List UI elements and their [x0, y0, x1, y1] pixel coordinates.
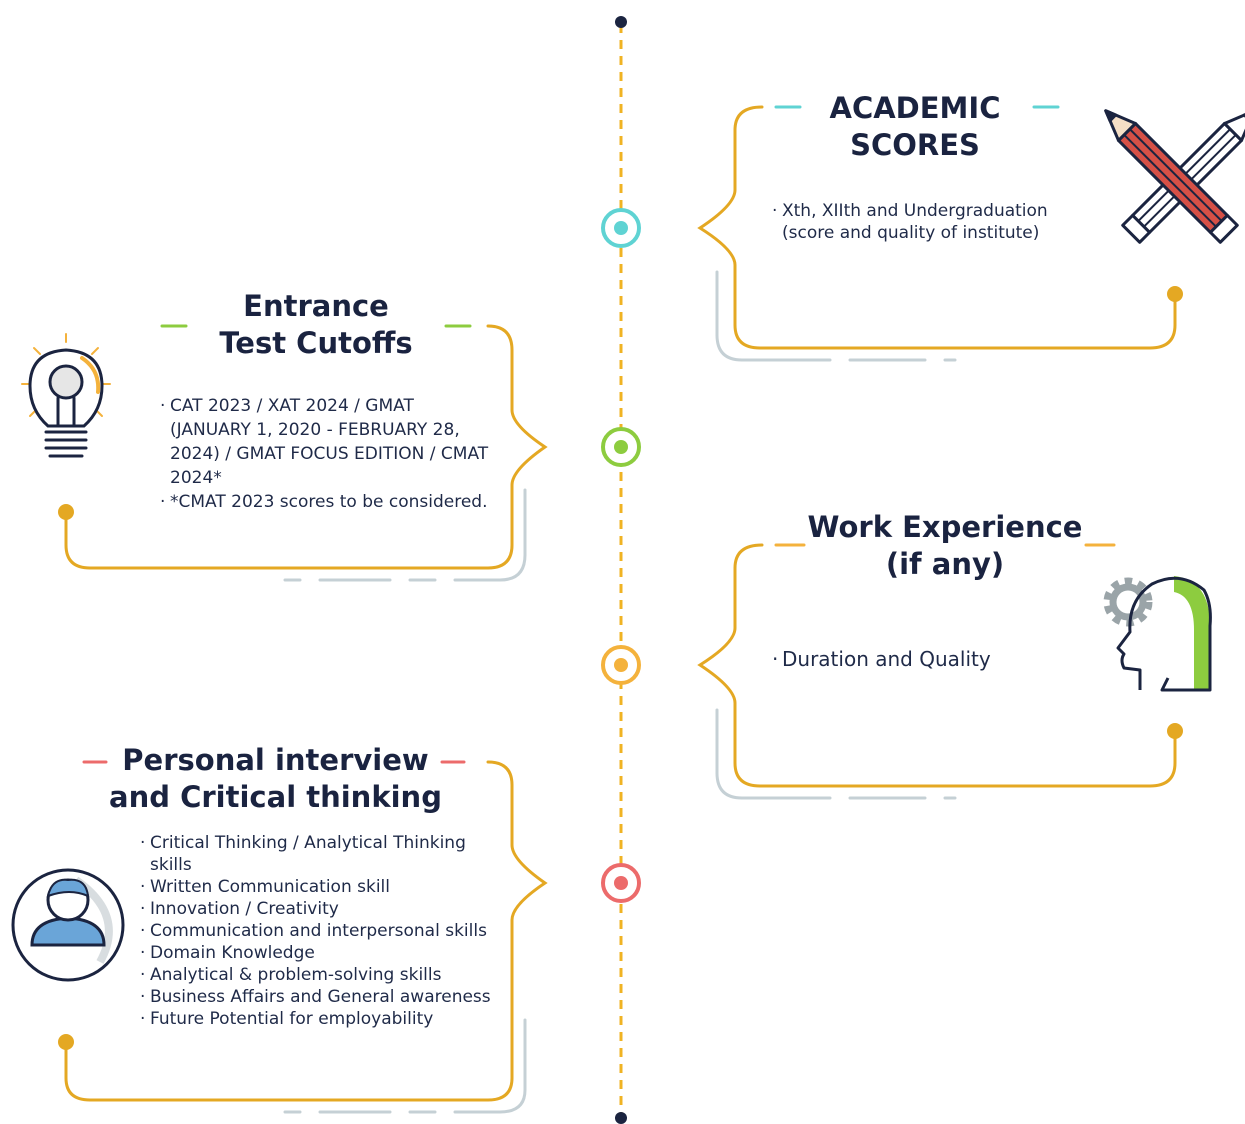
- timeline-end-dot: [615, 1112, 627, 1124]
- interview-bullet: Written Communication skill: [140, 876, 502, 898]
- entrance-bullet: *CMAT 2023 scores to be considered.: [160, 490, 495, 514]
- interview-bullet: Business Affairs and General awareness: [140, 986, 502, 1008]
- work-title: Work Experience (if any): [807, 510, 1083, 581]
- timeline-node-interview: [601, 863, 641, 903]
- academic-title: ACADEMIC SCORES: [829, 91, 1001, 162]
- interview-bullet: Critical Thinking / Analytical Thinking …: [140, 832, 502, 876]
- interview-bullet: Communication and interpersonal skills: [140, 920, 502, 942]
- person-avatar-icon: [11, 868, 125, 982]
- timeline-start-dot: [615, 16, 627, 28]
- interview-bullets: Critical Thinking / Analytical Thinking …: [140, 832, 502, 1030]
- interview-bracket: [58, 760, 548, 1114]
- work-bullets: Duration and Quality: [772, 646, 1072, 672]
- interview-bullet: Future Potential for employability: [140, 1008, 502, 1030]
- timeline-node-work: [601, 645, 641, 685]
- academic-bullets: Xth, XIIth and Undergraduation (score an…: [772, 200, 1092, 244]
- entrance-bracket: [58, 324, 548, 582]
- entrance-bullet: CAT 2023 / XAT 2024 / GMAT (JANUARY 1, 2…: [160, 394, 495, 490]
- timeline: [615, 16, 627, 1124]
- entrance-bullets: CAT 2023 / XAT 2024 / GMAT (JANUARY 1, 2…: [160, 394, 495, 514]
- interview-bullet: Innovation / Creativity: [140, 898, 502, 920]
- work-bullet: Duration and Quality: [772, 646, 1072, 672]
- interview-bullet: Domain Knowledge: [140, 942, 502, 964]
- interview-bullet: Analytical & problem-solving skills: [140, 964, 502, 986]
- work-bracket: [697, 543, 1183, 800]
- timeline-node-academic: [601, 208, 641, 248]
- academic-bracket: [697, 105, 1183, 362]
- entrance-title: Entrance Test Cutoffs: [219, 289, 413, 360]
- head-gear-icon: [1103, 576, 1212, 692]
- lightbulb-icon: [21, 333, 111, 458]
- interview-title: Personal interview and Critical thinking: [109, 743, 442, 814]
- timeline-node-entrance: [601, 427, 641, 467]
- academic-bullet: Xth, XIIth and Undergraduation (score an…: [772, 200, 1092, 244]
- crossed-pencils-icon: [1104, 109, 1245, 244]
